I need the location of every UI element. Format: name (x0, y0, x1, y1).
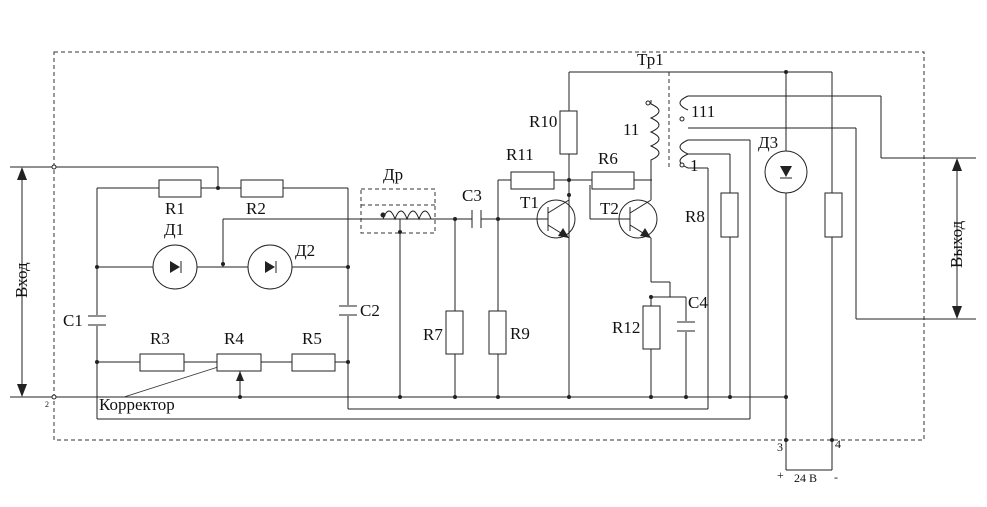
resistor-load (824, 72, 843, 470)
c1-label: C1 (63, 311, 83, 330)
resistor-r9-branch (488, 180, 507, 399)
diode-d2 (247, 244, 293, 290)
winding-1-label: 1 (690, 156, 699, 175)
enclosure-outline (53, 51, 925, 441)
r12-label: R12 (612, 318, 640, 337)
winding-111-label: 111 (691, 102, 715, 121)
r1-label: R1 (165, 199, 185, 218)
t1-label: T1 (520, 193, 539, 212)
resistor-r8 (720, 192, 739, 399)
r7-label: R7 (423, 325, 443, 344)
r6-label: R6 (598, 149, 618, 168)
resistor-r7-branch (445, 219, 464, 399)
capacitor-c1 (88, 315, 106, 326)
minus-label: - (834, 470, 838, 484)
c4-label: C4 (688, 293, 708, 312)
corrector-label: Корректор (99, 395, 175, 414)
emitter-network (642, 281, 695, 399)
resistor-r10 (559, 72, 578, 399)
input-label: Вход (12, 262, 31, 298)
r5-label: R5 (302, 329, 322, 348)
r11-label: R11 (506, 145, 534, 164)
supply-voltage-label: 24 В (794, 471, 817, 485)
resistor-r3 (139, 353, 185, 372)
transistor-t2 (589, 165, 658, 282)
diode-d1 (152, 244, 198, 290)
d2-label: Д2 (295, 241, 315, 260)
r10-label: R10 (529, 112, 557, 131)
resistor-r4 (216, 353, 262, 372)
c2-label: C2 (360, 301, 380, 320)
r4-wiper-arrow (236, 371, 244, 381)
power-supply (784, 438, 834, 471)
d3-label: Д3 (758, 133, 778, 152)
transformer-label: Тр1 (637, 50, 664, 69)
r4-label: R4 (224, 329, 244, 348)
transistor-t1 (536, 185, 576, 239)
c3-label: C3 (462, 186, 482, 205)
resistor-r11 (498, 171, 592, 190)
r8-label: R8 (685, 207, 705, 226)
choke-label: Др (383, 165, 403, 184)
resistor-r5 (291, 353, 336, 372)
r9-label: R9 (510, 324, 530, 343)
capacitor-c3 (453, 210, 540, 228)
d1-label: Д1 (164, 220, 184, 239)
pin-4-label: 4 (835, 437, 841, 451)
resistor-r1 (158, 179, 202, 198)
pin-2-label: 2 (45, 400, 49, 409)
output-label: Выход (947, 220, 966, 268)
r3-label: R3 (150, 329, 170, 348)
output-terminals (856, 157, 976, 320)
plus-label: + (777, 468, 784, 482)
pin-3-label: 3 (777, 440, 783, 454)
r2-label: R2 (246, 199, 266, 218)
winding-11-label: 11 (623, 120, 639, 139)
choke-dr (360, 188, 436, 399)
capacitor-c2 (339, 305, 357, 316)
resistor-r6 (591, 171, 652, 190)
diode-d3 (764, 70, 808, 470)
resistor-r2 (240, 179, 284, 198)
transformer-tr1 (569, 71, 882, 419)
t2-label: T2 (600, 199, 619, 218)
